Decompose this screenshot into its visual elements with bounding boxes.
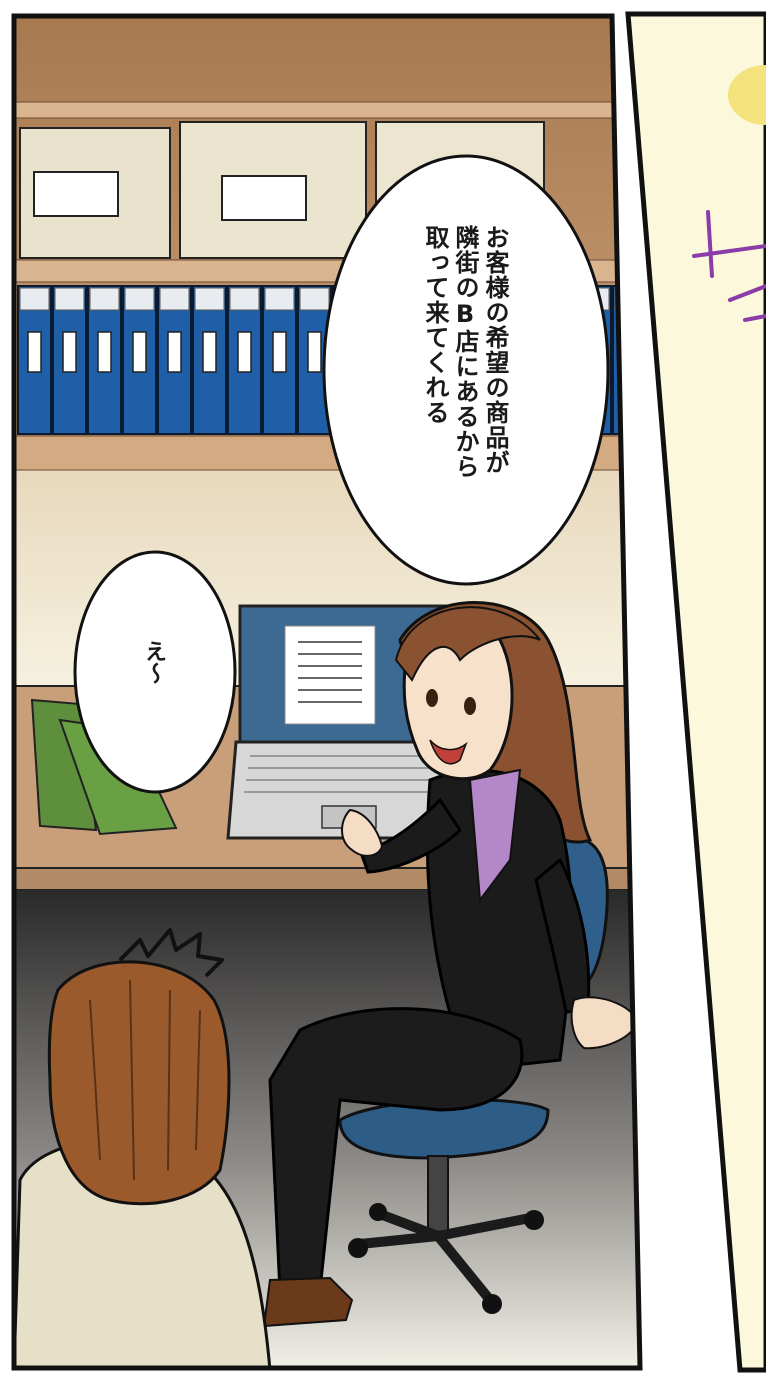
binder-label	[27, 331, 42, 373]
right-panel	[625, 11, 766, 1373]
binder	[192, 285, 227, 435]
man-character	[14, 928, 272, 1368]
binder-label	[237, 331, 252, 373]
binder-label	[132, 331, 147, 373]
binder-label	[272, 331, 287, 373]
binder-top	[89, 287, 120, 311]
woman-character	[262, 601, 638, 1328]
yellow-moon-shape	[728, 65, 766, 125]
binder-top	[264, 287, 295, 311]
office-chair	[338, 836, 609, 1314]
main-speech-bubble	[322, 154, 610, 586]
binder-label	[202, 331, 217, 373]
top-shelf	[14, 101, 640, 119]
left-panel-border	[11, 13, 643, 1371]
binder-top	[159, 287, 190, 311]
purple-brush-strokes	[692, 210, 766, 322]
binder-label	[62, 331, 77, 373]
binder-label	[97, 331, 112, 373]
side-speech-bubble	[73, 550, 237, 794]
binder-label	[307, 331, 322, 373]
binder-label	[622, 331, 637, 373]
desk-edge	[14, 867, 640, 891]
binder-top	[54, 287, 85, 311]
binder-top	[124, 287, 155, 311]
binder-label	[167, 331, 182, 373]
binder-top	[299, 287, 330, 311]
binder-top	[19, 287, 50, 311]
binder-top	[229, 287, 260, 311]
surprise-mark	[118, 928, 224, 978]
binder-top	[194, 287, 225, 311]
